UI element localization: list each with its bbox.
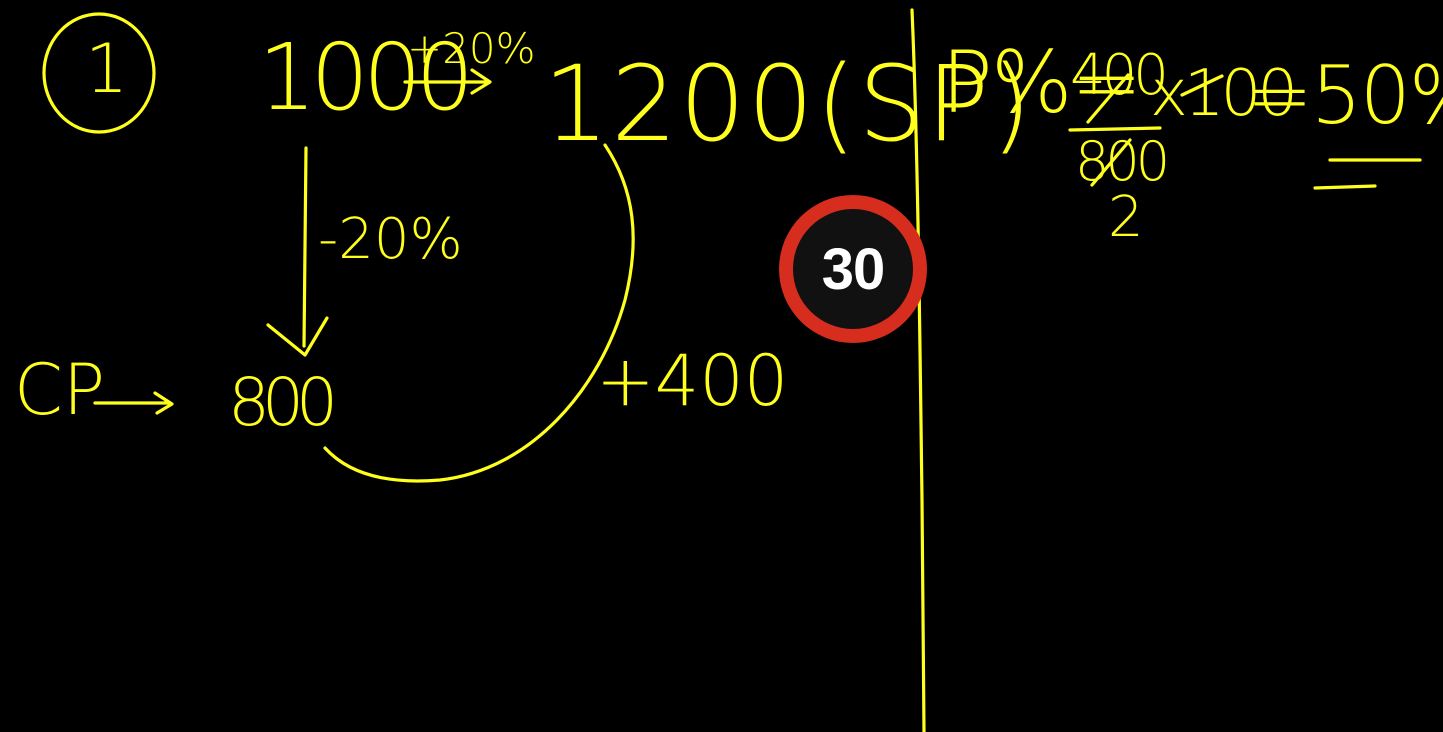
page-divider (910, 8, 926, 732)
strike-100 (1180, 74, 1224, 97)
fraction-bar (1068, 126, 1162, 132)
reduced-value: 2 (1108, 185, 1144, 250)
cost-price-value: 800 (228, 364, 338, 441)
decrease-label: -20% (318, 207, 463, 272)
timer-badge: 30 (779, 195, 927, 343)
result: =50% (1246, 49, 1443, 142)
decrease-arrow (266, 146, 329, 357)
difference-label: +400 (596, 340, 789, 422)
problem-number: 1 (85, 30, 129, 109)
increase-label: +20% (407, 24, 536, 73)
difference-curve (323, 143, 635, 483)
problem-number-circle (42, 12, 156, 134)
cp-arrow (93, 391, 174, 415)
profit-label: P%= (941, 33, 1143, 133)
cost-price-label: CP (14, 349, 106, 431)
strike-numerator (1086, 73, 1130, 124)
multiplier: x100 (1150, 57, 1298, 131)
strike-denominator (1090, 138, 1132, 187)
timer-value: 30 (793, 209, 913, 329)
fraction-numerator: 400 (1070, 43, 1169, 108)
increase-arrow (403, 68, 492, 95)
selling-price: 1200(SP) (543, 43, 1034, 165)
result-underline (1313, 158, 1422, 190)
fraction-denominator: 800 (1075, 130, 1170, 193)
start-value: 1000 (258, 24, 474, 131)
